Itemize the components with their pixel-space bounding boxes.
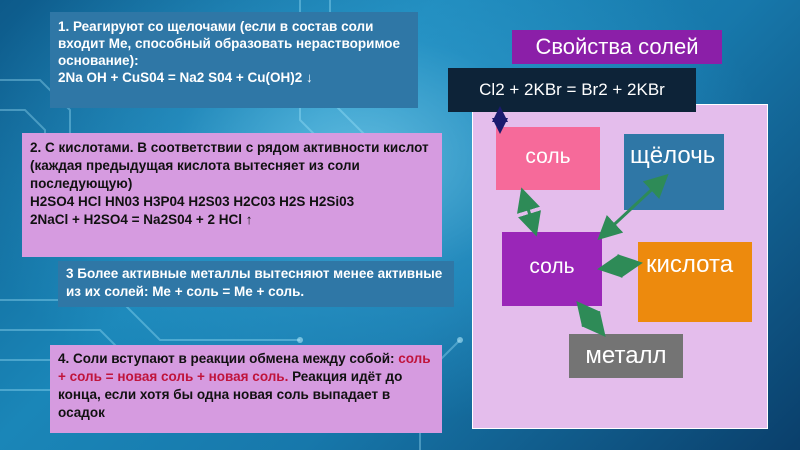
exchange-reaction-highlight: соль + соль = новая соль + новая соль. xyxy=(58,351,431,384)
acid-node: кислота xyxy=(638,242,752,322)
reaction-with-acids-box: 2. С кислотами. В соответствии с рядом а… xyxy=(22,133,442,257)
halogen-equation: Cl2 + 2KBr = Br2 + 2KBr xyxy=(448,68,696,112)
metal-displacement-box: 3 Более активные металлы вытесняют менее… xyxy=(58,261,454,307)
reaction-with-alkali-equation: 2Na OH + CuS04 = Na2 S04 + Cu(OH)2 ↓ xyxy=(58,70,313,85)
slide-title: Свойства солей xyxy=(512,30,722,64)
reaction-with-alkali-box: 1. Реагируют со щелочами (если в состав … xyxy=(50,12,418,108)
salt-center-node: соль xyxy=(502,232,602,306)
metal-node: металл xyxy=(569,334,683,378)
reaction-with-acids-text: 2. С кислотами. В соответствии с рядом а… xyxy=(30,140,429,191)
exchange-reaction-suffix: Реакция идёт до конца, если хотя бы одна… xyxy=(58,369,403,420)
exchange-reaction-prefix: 4. Соли вступают в реакции обмена между … xyxy=(58,351,399,366)
salt-top-node: соль xyxy=(496,127,600,190)
reaction-with-acids-equation: 2NaCl + H2SO4 = Na2S04 + 2 HCl ↑ xyxy=(30,212,253,227)
alkali-node: щёлочь xyxy=(624,134,724,210)
exchange-reaction-box: 4. Соли вступают в реакции обмена между … xyxy=(50,345,442,433)
acid-activity-series: H2SO4 HCl HN03 H3P04 H2S03 H2C03 H2S H2S… xyxy=(30,194,355,209)
reaction-with-alkali-text: 1. Реагируют со щелочами (если в состав … xyxy=(58,19,401,68)
metal-displacement-text: 3 Более активные металлы вытесняют менее… xyxy=(66,266,443,299)
